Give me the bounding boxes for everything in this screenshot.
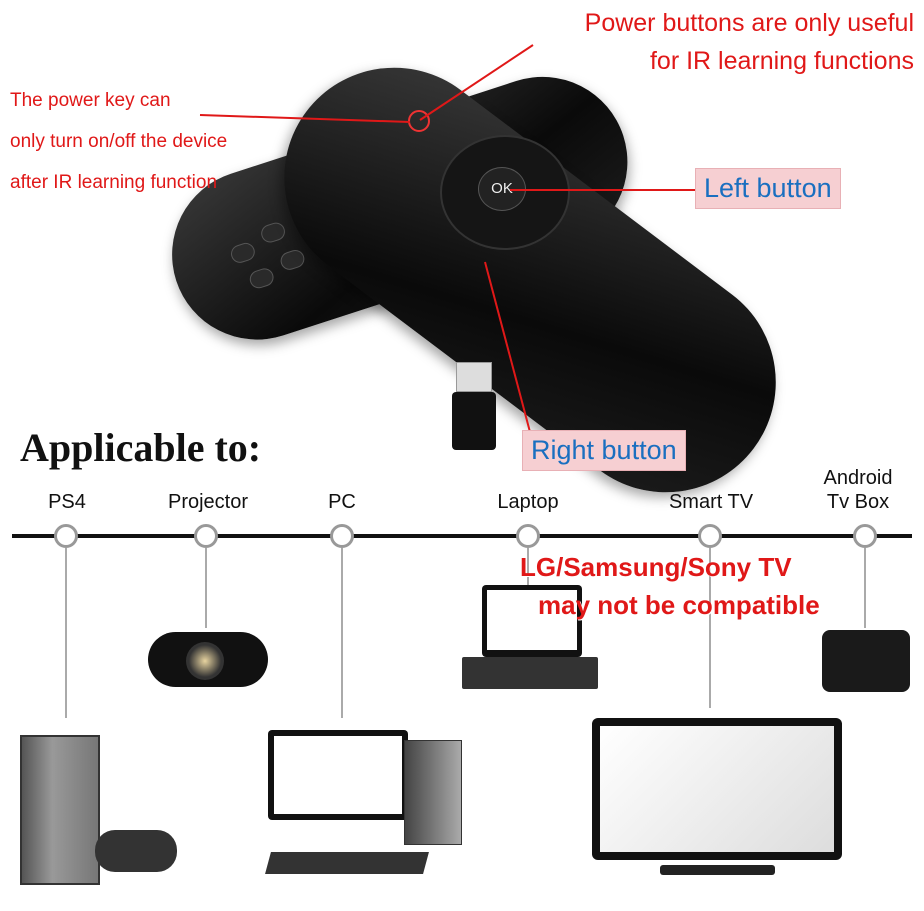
ok-button: OK bbox=[478, 167, 526, 211]
keyboard-image bbox=[265, 852, 429, 874]
power-note-top: Power buttons are only useful for IR lea… bbox=[585, 4, 914, 80]
note-line: only turn on/off the device bbox=[10, 131, 228, 152]
laptop-image bbox=[482, 585, 582, 657]
connector bbox=[65, 548, 67, 718]
timeline-dot bbox=[194, 524, 218, 548]
note-line: for IR learning functions bbox=[649, 47, 914, 75]
device-label-smart-tv: Smart TV bbox=[668, 491, 754, 513]
compat-warning-line2: may not be compatible bbox=[538, 590, 820, 620]
power-note-left: The power key can only turn on/off the d… bbox=[10, 80, 227, 203]
pc-tower-image bbox=[404, 740, 462, 845]
timeline-dot bbox=[516, 524, 540, 548]
device-label-ps4: PS4 bbox=[48, 491, 86, 513]
timeline-dot bbox=[698, 524, 722, 548]
left-button-callout: Left button bbox=[695, 168, 841, 209]
smart-tv-image bbox=[592, 718, 842, 860]
device-label-projector: Projector bbox=[167, 491, 249, 513]
timeline bbox=[12, 534, 912, 538]
timeline-dot bbox=[853, 524, 877, 548]
connector bbox=[709, 548, 711, 708]
compat-warning-line1: LG/Samsung/Sony TV bbox=[520, 552, 792, 582]
device-label-laptop: Laptop bbox=[497, 491, 559, 513]
connector bbox=[864, 548, 866, 628]
right-button-callout: Right button bbox=[522, 430, 686, 471]
ps4-controller-image bbox=[95, 830, 177, 872]
timeline-dot bbox=[330, 524, 354, 548]
note-line: after IR learning function bbox=[10, 172, 218, 193]
note-line: Power buttons are only useful bbox=[584, 9, 914, 37]
tv-stand-image bbox=[660, 865, 775, 875]
device-label-pc: PC bbox=[328, 491, 356, 513]
connector bbox=[205, 548, 207, 628]
timeline-dot bbox=[54, 524, 78, 548]
projector-image bbox=[148, 632, 268, 687]
device-label-android-tv-box: Android Tv Box bbox=[823, 467, 893, 513]
laptop-base-image bbox=[462, 657, 598, 689]
ps4-console-image bbox=[20, 735, 100, 885]
section-title: Applicable to: bbox=[20, 425, 262, 470]
connector bbox=[341, 548, 343, 718]
pc-image bbox=[268, 730, 408, 820]
usb-dongle bbox=[452, 362, 496, 452]
connector bbox=[527, 548, 529, 588]
android-tv-box-image bbox=[822, 630, 910, 692]
note-line: The power key can bbox=[10, 90, 171, 111]
